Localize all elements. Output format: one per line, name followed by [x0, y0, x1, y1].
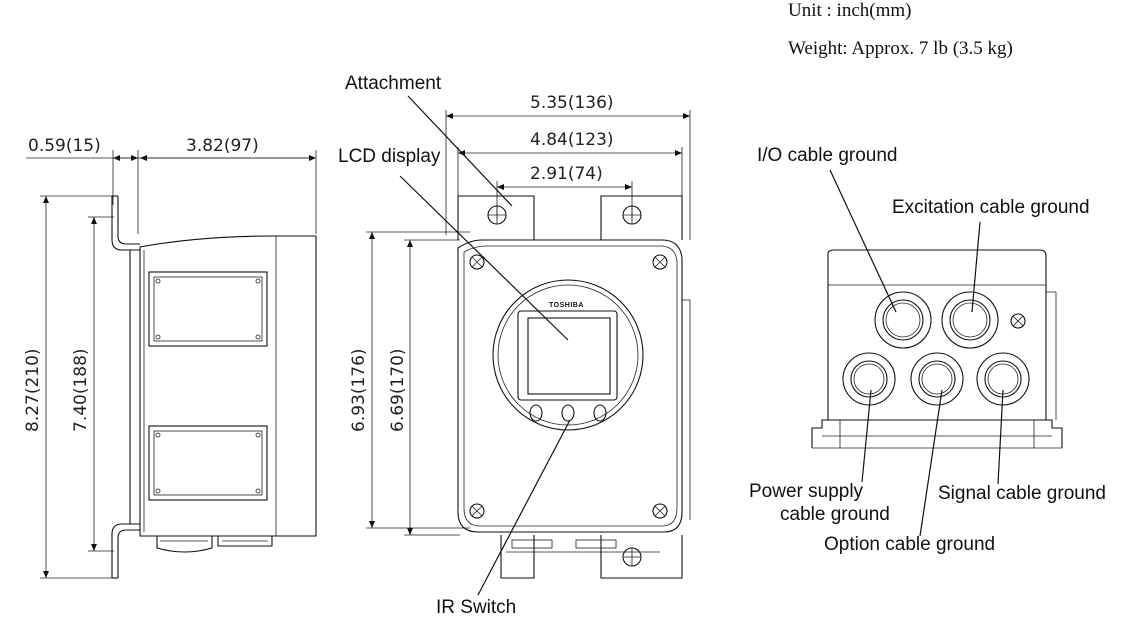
ir-switch-left: [529, 404, 543, 422]
dim-side-depth-mount: 0.59(15): [28, 136, 101, 156]
dim-front-height-b: 6.69(170): [388, 348, 408, 432]
label-signal-cable-ground: Signal cable ground: [938, 483, 1106, 504]
label-io-cable-ground: I/O cable ground: [757, 145, 898, 166]
label-lcd-display: LCD display: [338, 146, 441, 167]
lcd-display: [517, 310, 618, 401]
dim-front-width-body: 4.84(123): [530, 130, 614, 150]
dim-front-height-a: 6.93(176): [349, 348, 369, 432]
dim-front-width-total: 5.35(136): [530, 93, 614, 113]
label-attachment: Attachment: [345, 73, 442, 94]
label-excitation-cable-ground: Excitation cable ground: [892, 197, 1090, 218]
label-power-supply-line2: cable ground: [780, 504, 890, 525]
dim-side-depth-body: 3.82(97): [186, 136, 259, 156]
ir-switch-right: [593, 404, 607, 422]
dim-side-height-total: 8.27(210): [23, 348, 43, 432]
unit-note: Unit : inch(mm): [788, 0, 912, 21]
lcd-screen: [527, 317, 611, 395]
label-power-supply-line1: Power supply: [749, 481, 864, 502]
side-view: [26, 150, 317, 579]
weight-note: Weight: Approx. 7 lb (3.5 kg): [788, 38, 1013, 59]
ir-switch-center: [561, 404, 575, 422]
dim-front-window-width: 2.91(74): [530, 164, 603, 184]
bottom-view: [811, 169, 1063, 537]
dim-side-height-mount: 7.40(188): [71, 348, 91, 432]
label-ir-switch: IR Switch: [436, 597, 517, 618]
front-view: [366, 95, 691, 596]
housing-screws: [469, 254, 668, 519]
label-option-cable-ground: Option cable ground: [824, 534, 996, 555]
brand-logo: TOSHIBA: [549, 302, 584, 309]
